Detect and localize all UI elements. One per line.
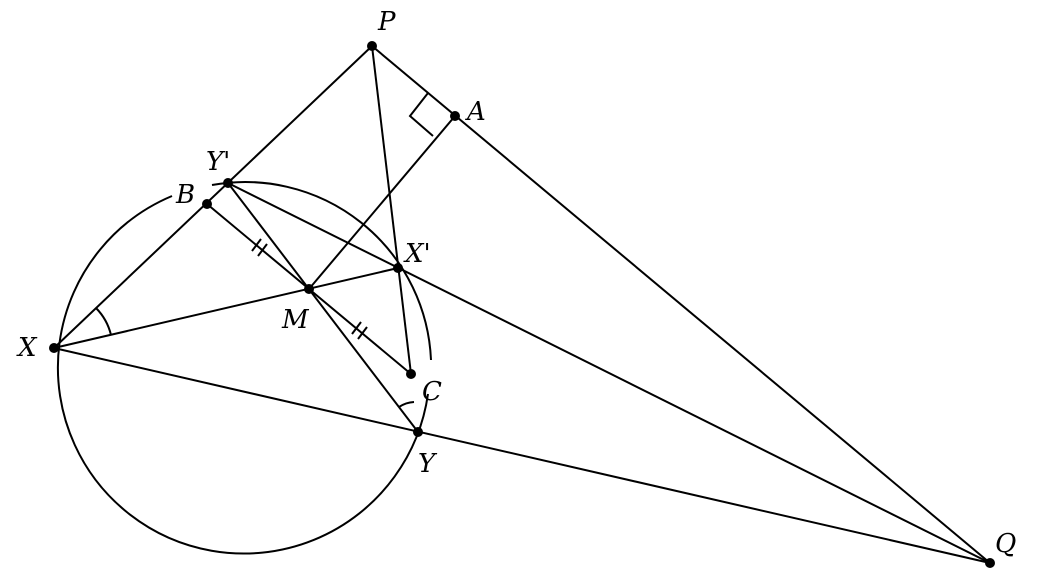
- circle-arc-right: [211, 181, 432, 361]
- label-P: P: [377, 7, 396, 37]
- point-X: [49, 343, 59, 353]
- label-B: B: [175, 180, 195, 210]
- label-M: M: [281, 305, 310, 335]
- label-C: C: [422, 377, 442, 407]
- label-A: A: [465, 97, 486, 127]
- line-MA: [308, 115, 456, 290]
- line-YpQ: [227, 182, 991, 564]
- line-XXp: [53, 267, 399, 349]
- point-C: [406, 369, 416, 379]
- line-PC: [371, 45, 412, 375]
- point-Xp: [393, 263, 403, 273]
- label-X: X: [16, 333, 38, 363]
- label-Y: Y: [418, 449, 438, 479]
- point-B: [202, 199, 212, 209]
- label-Yprime: Y': [206, 147, 230, 177]
- angle-arc-Y: [398, 401, 415, 408]
- point-Y: [413, 427, 423, 437]
- line-PQ: [371, 45, 991, 564]
- angle-arc-X: [95, 307, 112, 336]
- tick-marks-BM: [251, 238, 268, 257]
- point-Q: [985, 558, 995, 568]
- right-angle-mark: [408, 92, 434, 137]
- circle-arc-main: [56, 195, 429, 555]
- point-Yp: [223, 178, 233, 188]
- point-P: [367, 41, 377, 51]
- line-PX: [53, 45, 373, 349]
- line-YpY: [227, 182, 419, 433]
- point-A: [450, 111, 460, 121]
- label-Xprime: X': [403, 239, 431, 269]
- line-XQ: [53, 347, 991, 564]
- point-M: [304, 284, 314, 294]
- label-Q: Q: [995, 529, 1016, 559]
- tick-marks-MC: [351, 321, 368, 340]
